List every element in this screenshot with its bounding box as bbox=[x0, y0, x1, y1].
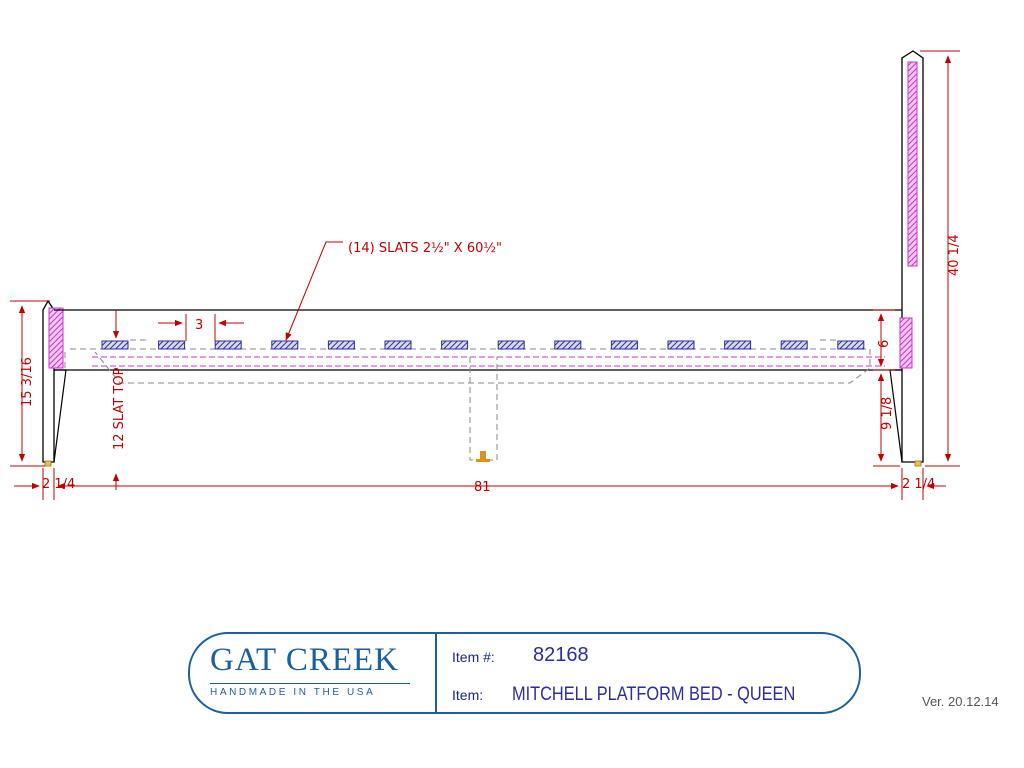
slat bbox=[384, 340, 412, 350]
item-number-value: 82168 bbox=[533, 644, 589, 666]
slat bbox=[158, 340, 186, 350]
overall-length-label: 81 bbox=[474, 480, 491, 495]
slat bbox=[780, 340, 808, 350]
company-logo-name: GAT CREEK bbox=[210, 642, 399, 678]
post-width-left-label: 2 1/4 bbox=[42, 477, 75, 492]
item-name-value: MITCHELL PLATFORM BED - QUEEN bbox=[512, 684, 796, 705]
slat bbox=[554, 340, 582, 350]
slat bbox=[271, 340, 299, 350]
hidden-support-frame bbox=[64, 339, 871, 461]
slat bbox=[327, 340, 355, 350]
logo-divider bbox=[210, 683, 410, 684]
item-name-label: Item: bbox=[452, 687, 484, 703]
title-block: GAT CREEK HANDMADE IN THE USA Item #: 82… bbox=[188, 632, 861, 714]
slat-spacing-label: 3 bbox=[195, 318, 203, 333]
item-number-label: Item #: bbox=[452, 649, 495, 665]
rail-height-label: 6 bbox=[877, 340, 892, 348]
slat bbox=[667, 340, 695, 350]
slat bbox=[837, 340, 865, 350]
headboard-height-label: 40 1/4 bbox=[947, 234, 962, 276]
dimension-lines bbox=[10, 50, 960, 500]
slat-cross-sections bbox=[101, 340, 865, 350]
rail-clearance-label: 9 1/8 bbox=[880, 397, 895, 430]
post-width-right-label: 2 1/4 bbox=[902, 477, 935, 492]
title-block-divider bbox=[435, 634, 437, 712]
center-leg-glide bbox=[476, 451, 490, 462]
slat bbox=[497, 340, 525, 350]
slat bbox=[101, 340, 129, 350]
bed-side-elevation-drawing: (14) SLATS 2½" X 60½" 3 12 SLAT TOP 15 3… bbox=[10, 50, 962, 500]
footboard-height-label: 15 3/16 bbox=[20, 357, 35, 407]
footboard-post bbox=[42, 299, 64, 467]
headboard-post bbox=[899, 50, 924, 467]
slat-callout-label: (14) SLATS 2½" X 60½" bbox=[348, 241, 502, 256]
slat bbox=[724, 340, 752, 350]
company-logo-tagline: HANDMADE IN THE USA bbox=[210, 687, 376, 698]
slat-text-label: 12 SLAT TOP bbox=[112, 367, 127, 450]
version-label: Ver. 20.12.14 bbox=[922, 694, 999, 709]
slat bbox=[610, 340, 638, 350]
side-rail bbox=[53, 309, 903, 463]
slat bbox=[214, 340, 242, 350]
slat bbox=[441, 340, 469, 350]
